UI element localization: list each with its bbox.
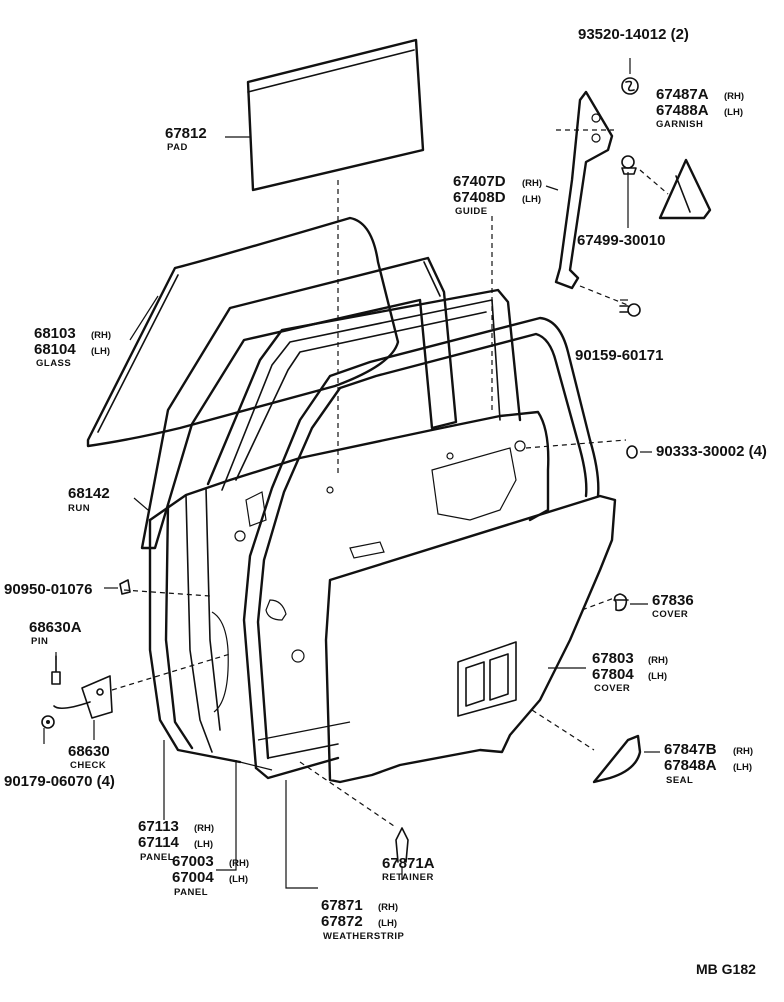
- label-93520-number: 93520-14012 (2): [578, 26, 689, 43]
- label-67488A-number: 67488A: [656, 102, 709, 119]
- label-67871-suffix: (RH): [378, 902, 398, 913]
- weatherstrip-part[interactable]: [242, 316, 600, 780]
- label-68630-number: 68630: [68, 743, 110, 760]
- label-67407D-number: 67407D: [453, 173, 506, 190]
- label-67871A-name: RETAINER: [382, 872, 434, 883]
- clip-90950[interactable]: [119, 579, 131, 595]
- label-68630A-name: PIN: [31, 636, 48, 647]
- pin-68630A[interactable]: [51, 655, 61, 685]
- label-67871A-number: 67871A: [382, 855, 435, 872]
- label-68103-number: 68103: [34, 325, 76, 342]
- label-67407D-name: GUIDE: [455, 206, 488, 217]
- label-67408D-suffix: (LH): [522, 194, 541, 205]
- trim-cover-part[interactable]: [324, 494, 617, 784]
- run-part[interactable]: [140, 256, 458, 550]
- label-68104-suffix: (LH): [91, 346, 110, 357]
- label-90179-number: 90179-06070 (4): [4, 773, 115, 790]
- label-67847B-suffix: (RH): [733, 746, 753, 757]
- label-67872-number: 67872: [321, 913, 363, 930]
- cover-67836[interactable]: [613, 593, 629, 612]
- label-67114-number: 67114: [138, 834, 180, 851]
- label-67803-number: 67803: [592, 650, 634, 667]
- label-67836-number: 67836: [652, 592, 694, 609]
- diagram-code: MB G182: [696, 961, 756, 977]
- label-67871-name: WEATHERSTRIP: [323, 931, 404, 942]
- label-67499-number: 67499-30010: [577, 232, 665, 249]
- label-67871-number: 67871: [321, 897, 363, 914]
- label-67812-name: PAD: [167, 142, 188, 153]
- seal-67847B[interactable]: [592, 734, 642, 784]
- clip-93520[interactable]: [621, 77, 639, 95]
- label-68103-suffix: (RH): [91, 330, 111, 341]
- garnish-part[interactable]: [658, 158, 712, 220]
- label-68630A-number: 68630A: [29, 619, 82, 636]
- label-68142-name: RUN: [68, 503, 90, 514]
- label-90950-number: 90950-01076: [4, 581, 92, 598]
- screw-67499[interactable]: [621, 155, 637, 175]
- glass-part[interactable]: [86, 216, 400, 448]
- screw-90159[interactable]: [619, 303, 641, 317]
- label-67004-suffix: (LH): [229, 874, 248, 885]
- label-67488A-suffix: (LH): [724, 107, 743, 118]
- label-67407D-suffix: (RH): [522, 178, 542, 189]
- label-67804-number: 67804: [592, 666, 634, 683]
- guide-part[interactable]: [554, 90, 614, 290]
- label-67113-suffix: (RH): [194, 823, 214, 834]
- label-68142-number: 68142: [68, 485, 110, 502]
- label-67872-suffix: (LH): [378, 918, 397, 929]
- label-67848A-suffix: (LH): [733, 762, 752, 773]
- label-67114-suffix: (LH): [194, 839, 213, 850]
- label-67847B-name: SEAL: [666, 775, 693, 786]
- pad-part[interactable]: [246, 38, 425, 192]
- label-67812-number: 67812: [165, 125, 207, 142]
- label-67004-number: 67004: [172, 869, 214, 886]
- label-67487A-name: GARNISH: [656, 119, 703, 130]
- label-67803-name: COVER: [594, 683, 630, 694]
- check-68630[interactable]: [53, 675, 113, 719]
- clip-90333[interactable]: [626, 445, 638, 459]
- label-67847B-number: 67847B: [664, 741, 717, 758]
- retainer-67871A[interactable]: [395, 827, 409, 863]
- label-67113-name: PANEL: [140, 852, 174, 863]
- label-67408D-number: 67408D: [453, 189, 506, 206]
- label-67113-number: 67113: [138, 818, 179, 835]
- label-67487A-number: 67487A: [656, 86, 709, 103]
- label-67836-name: COVER: [652, 609, 688, 620]
- label-67003-name: PANEL: [174, 887, 208, 898]
- label-68103-name: GLASS: [36, 358, 71, 369]
- label-90159-number: 90159-60171: [575, 347, 663, 364]
- label-67848A-number: 67848A: [664, 757, 717, 774]
- label-68104-number: 68104: [34, 341, 76, 358]
- label-90333-number: 90333-30002 (4): [656, 443, 767, 460]
- label-68630-name: CHECK: [70, 760, 106, 771]
- bolt-90179[interactable]: [41, 715, 55, 729]
- label-67804-suffix: (LH): [648, 671, 667, 682]
- label-67803-suffix: (RH): [648, 655, 668, 666]
- label-67487A-suffix: (RH): [724, 91, 744, 102]
- label-67003-suffix: (RH): [229, 858, 249, 869]
- label-67003-number: 67003: [172, 853, 214, 870]
